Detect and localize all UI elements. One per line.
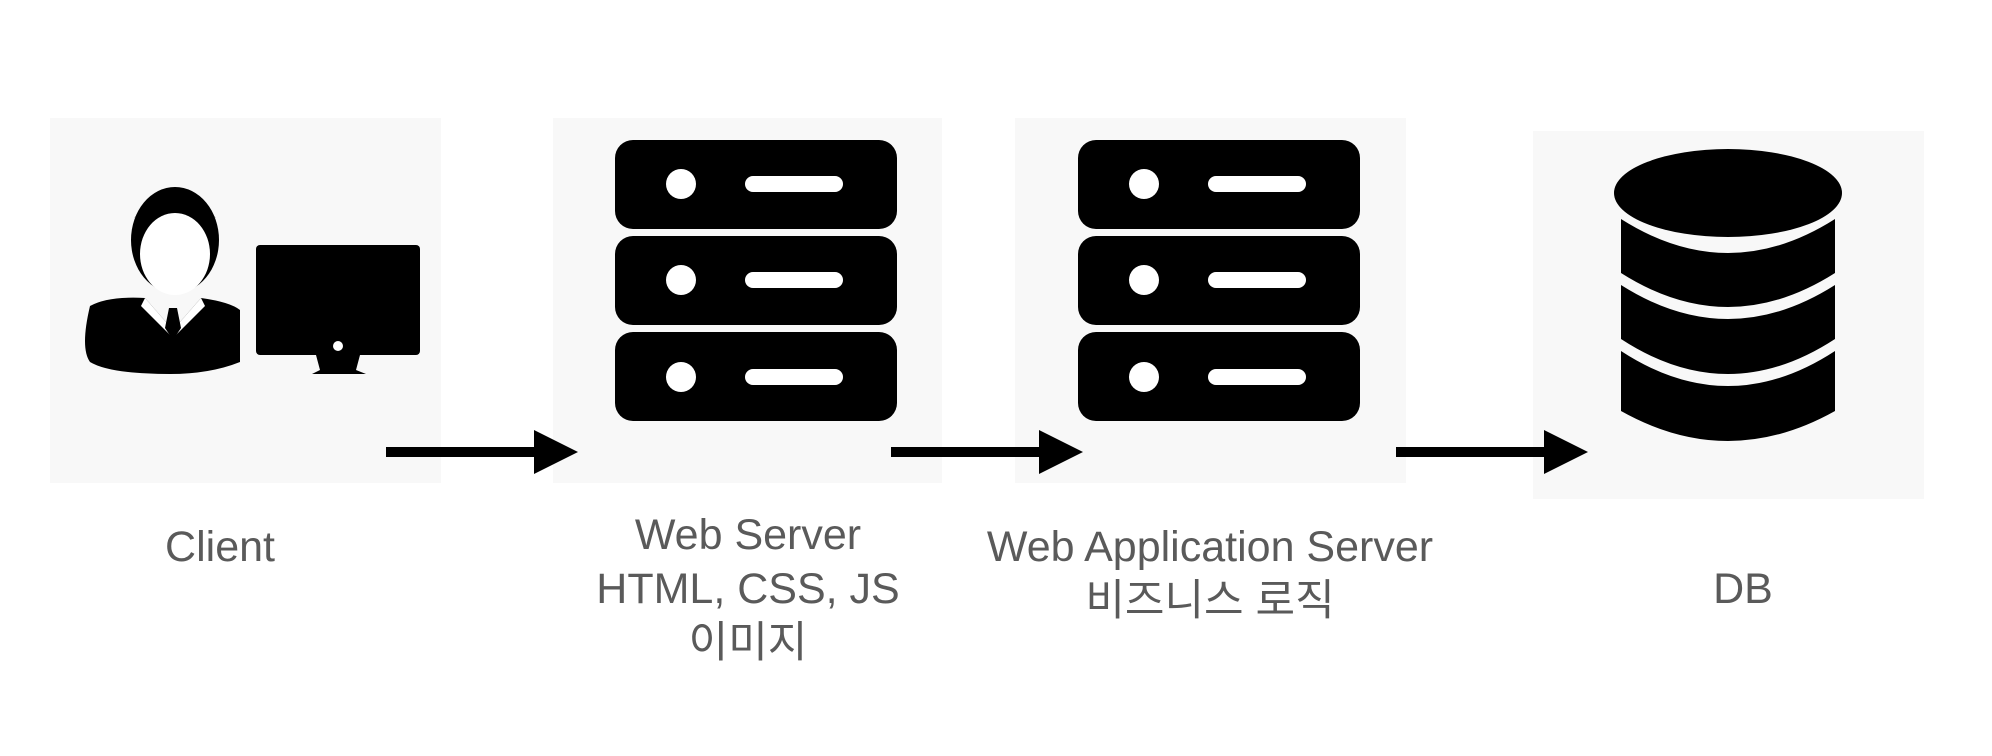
arrow-web-server-to-was (891, 430, 1083, 474)
was-icon-tile (1015, 118, 1406, 483)
server-rack-icon (1078, 140, 1360, 421)
was-label: Web Application Server 비즈니스 로직 (960, 520, 1460, 628)
db-label: DB (1643, 562, 1843, 616)
client-icon-tile (50, 118, 441, 483)
client-label: Client (90, 520, 350, 574)
arrow-was-to-db (1396, 430, 1588, 474)
web-server-label-line: 이미지 (688, 619, 808, 667)
web-server-icon-tile (553, 118, 942, 483)
was-label-line: 비즈니스 로직 (1085, 577, 1335, 625)
web-server-label-line: Web Server (634, 511, 862, 559)
web-server-label: Web Server HTML, CSS, JS 이미지 (548, 508, 948, 670)
web-server-label-line: HTML, CSS, JS (596, 565, 900, 613)
was-label-line: Web Application Server (986, 523, 1434, 571)
database-icon (1614, 149, 1842, 441)
user-computer-icon (85, 187, 420, 374)
server-rack-icon (615, 140, 897, 421)
db-icon-tile (1533, 131, 1924, 499)
db-label-line: DB (1713, 565, 1773, 613)
arrow-client-to-web-server (386, 430, 578, 474)
client-label-line: Client (165, 523, 275, 571)
